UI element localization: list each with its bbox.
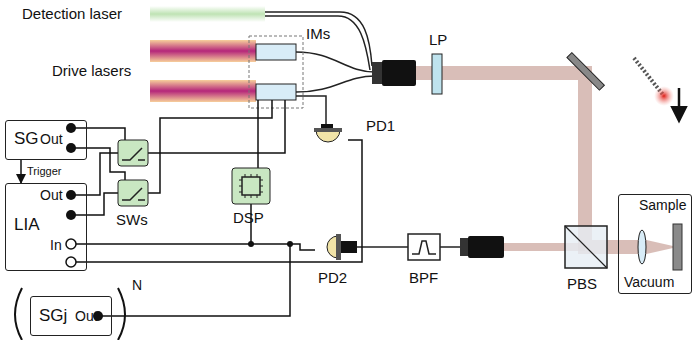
electrical-wires [71, 100, 362, 316]
component-label: PD2 [318, 270, 347, 287]
node-title: SG [14, 130, 39, 149]
laser-beam [415, 73, 640, 247]
photodiode [314, 124, 342, 142]
detection-laser-bar [150, 6, 265, 22]
node-title: SGj [39, 307, 67, 326]
bracket [118, 288, 125, 340]
terminals [66, 123, 103, 321]
component-label: IMs [306, 26, 330, 43]
node-text: Out [40, 132, 63, 147]
node-text: In [50, 238, 62, 253]
node-text: Out [40, 188, 63, 203]
component-label: BPF [409, 270, 438, 287]
bandpass-filter [408, 234, 440, 260]
linear-polarizer [432, 54, 442, 94]
intensity-modulator [256, 44, 296, 60]
component-label: PD1 [366, 118, 395, 135]
focused-beam [642, 239, 673, 255]
instrument-box: LIAOutIn [5, 183, 87, 271]
node-text: Out [75, 309, 98, 324]
modulator-group [249, 36, 303, 108]
count-label: N [132, 278, 142, 293]
probe [634, 58, 679, 120]
instrument-box: SGj Out [30, 296, 112, 336]
node-title: Sample [639, 198, 686, 213]
beam-splitter-cube [565, 226, 607, 268]
node-text: Vacuum [624, 275, 674, 290]
trigger-arrow [20, 160, 22, 183]
drive-laser-bar [150, 40, 256, 62]
component-label: PBS [567, 276, 597, 293]
intensity-modulator [256, 84, 296, 100]
sample-plate [673, 224, 682, 270]
component-label: DSP [233, 210, 264, 227]
junction-dot [287, 241, 293, 247]
photodiode [327, 234, 357, 260]
junction-dot [248, 241, 254, 247]
instrument-box: SGOut [5, 120, 87, 160]
laser-label: Drive lasers [52, 63, 131, 80]
component-label: SWs [116, 212, 148, 229]
component-label: LP [429, 32, 447, 49]
edge-label: Trigger [26, 165, 62, 177]
switch-symbol [118, 140, 148, 206]
bracket [15, 288, 22, 340]
laser-label: Detection laser [22, 6, 122, 23]
mirror [567, 53, 604, 90]
node-title: LIA [14, 216, 40, 235]
drive-laser-bar [150, 80, 256, 102]
objective-lens [638, 230, 646, 264]
dsp-chip [232, 168, 270, 204]
vacuum-chamber: SampleVacuum [618, 194, 692, 294]
